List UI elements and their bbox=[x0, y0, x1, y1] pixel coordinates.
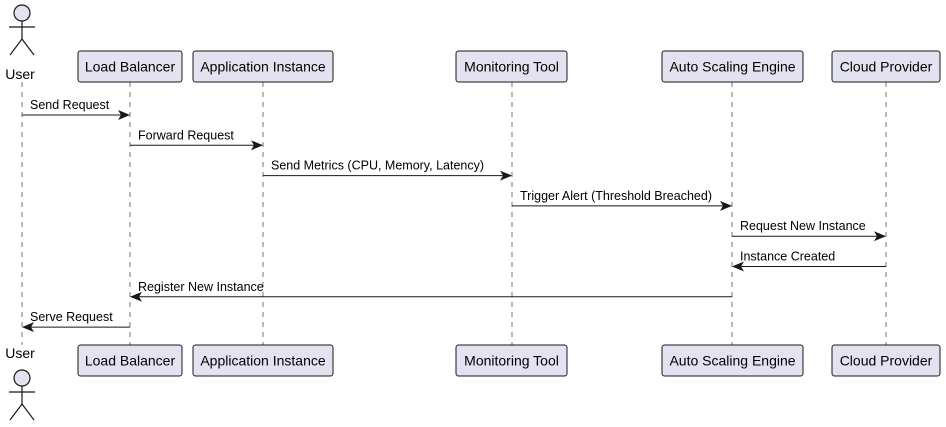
participant-monitoring-tool-top: Monitoring Tool bbox=[455, 50, 568, 83]
actor-user: User bbox=[5, 345, 35, 421]
participant-label: Auto Scaling Engine bbox=[669, 353, 795, 369]
participant-label: Application Instance bbox=[200, 59, 326, 75]
stick-figure-icon bbox=[9, 369, 35, 421]
participant-box bbox=[455, 50, 568, 83]
actor-user: User bbox=[5, 4, 35, 82]
participant-monitoring-tool-bottom: Monitoring Tool bbox=[455, 344, 568, 377]
message-forward-request: Forward Request bbox=[130, 128, 263, 151]
participant-box bbox=[77, 50, 183, 83]
participant-load-balancer-top: Load Balancer bbox=[77, 50, 183, 83]
message-send-request: Send Request bbox=[22, 98, 130, 120]
participant-label: Load Balancer bbox=[85, 59, 176, 75]
participant-label: Auto Scaling Engine bbox=[669, 59, 795, 75]
participant-cloud-provider-top: Cloud Provider bbox=[831, 50, 941, 83]
participant-label: Application Instance bbox=[200, 353, 326, 369]
participant-label: Load Balancer bbox=[85, 353, 176, 369]
message-label: Request New Instance bbox=[740, 219, 866, 233]
participant-box bbox=[192, 344, 334, 377]
participant-box bbox=[455, 344, 568, 377]
lifelines bbox=[21, 82, 887, 345]
participant-cloud-provider-bottom: Cloud Provider bbox=[831, 344, 941, 377]
participant-label: Cloud Provider bbox=[840, 353, 933, 369]
message-request-new-instance: Request New Instance bbox=[732, 219, 886, 242]
message-label: Send Request bbox=[30, 98, 110, 112]
message-send-metrics-cpu-memory-latency: Send Metrics (CPU, Memory, Latency) bbox=[263, 159, 512, 181]
participant-label: Monitoring Tool bbox=[464, 59, 559, 75]
message-label: Instance Created bbox=[740, 250, 835, 264]
participant-box bbox=[77, 344, 183, 377]
participant-box bbox=[661, 50, 804, 83]
message-label: Trigger Alert (Threshold Breached) bbox=[520, 189, 712, 203]
participant-box bbox=[192, 50, 334, 83]
participant-load-balancer-bottom: Load Balancer bbox=[77, 344, 183, 377]
participant-auto-scaling-engine-top: Auto Scaling Engine bbox=[661, 50, 804, 83]
participant-label: Monitoring Tool bbox=[464, 353, 559, 369]
participant-box bbox=[831, 344, 941, 377]
message-label: Register New Instance bbox=[138, 280, 264, 294]
actor-label: User bbox=[5, 345, 35, 361]
participant-box bbox=[661, 344, 804, 377]
stick-figure-icon bbox=[9, 4, 35, 56]
message-register-new-instance: Register New Instance bbox=[130, 280, 732, 302]
message-label: Forward Request bbox=[138, 128, 234, 142]
participants-top: User Load Balancer Application Instance Mon… bbox=[5, 4, 941, 83]
message-instance-created: Instance Created bbox=[732, 250, 886, 272]
participant-application-instance-top: Application Instance bbox=[192, 50, 334, 83]
actor-label: User bbox=[5, 66, 35, 82]
participant-auto-scaling-engine-bottom: Auto Scaling Engine bbox=[661, 344, 804, 377]
message-trigger-alert-threshold-breached: Trigger Alert (Threshold Breached) bbox=[512, 189, 732, 211]
message-label: Send Metrics (CPU, Memory, Latency) bbox=[271, 159, 484, 173]
participant-box bbox=[831, 50, 941, 83]
message-label: Serve Request bbox=[30, 310, 113, 324]
participant-application-instance-bottom: Application Instance bbox=[192, 344, 334, 377]
message-serve-request: Serve Request bbox=[22, 310, 130, 333]
participant-label: Cloud Provider bbox=[840, 59, 933, 75]
